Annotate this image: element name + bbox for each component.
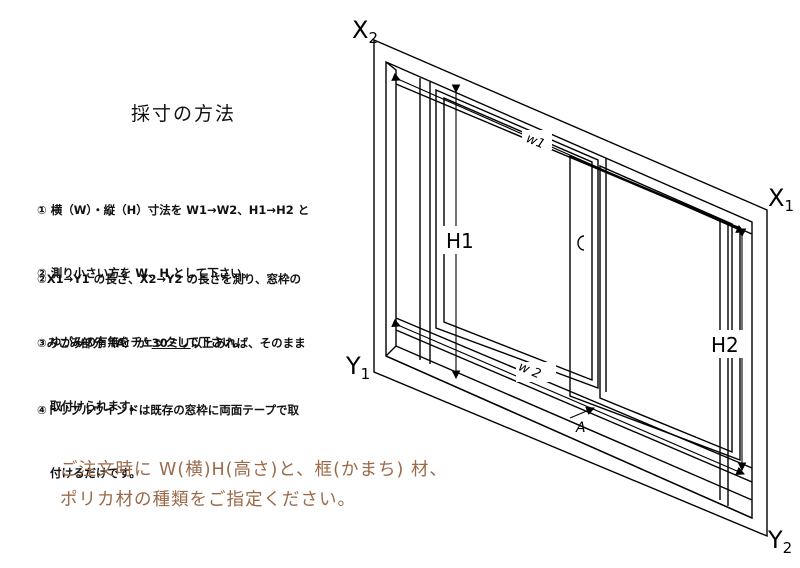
instruction-step-2: ②X1→Y1 の長さ、X2→Y2 の長さを測り、窓枠の ゆがみの有無をチェックし… <box>37 272 301 349</box>
instruction-step-4: ④トリプルウインドは既存の窓枠に両面テープで取 付けるだけです。 <box>37 403 300 480</box>
label-a: A <box>575 420 586 436</box>
frame-depth-left <box>385 61 397 357</box>
emphasis-30mm: 30ミリ <box>151 336 191 350</box>
page-title: 採寸の方法 <box>131 103 237 125</box>
a-arrow <box>569 406 596 419</box>
label-w1: w1 <box>524 131 547 152</box>
w2-arrow <box>391 318 746 475</box>
frame-inner <box>385 60 753 520</box>
sash-right <box>569 154 741 462</box>
w1-arrow <box>391 72 746 233</box>
label-y2: Y2 <box>767 526 792 557</box>
label-h1: H1 <box>446 229 474 253</box>
label-x2: X2 <box>352 16 378 47</box>
order-note-line-1: ご注文時に W(横)H(高さ)と、框(かまち) 材、 <box>60 460 448 480</box>
label-x1: X1 <box>768 184 794 215</box>
order-note-line-2: ポリカ材の種類をご指定ください。 <box>60 490 356 510</box>
instruction-step-3: ③みこみ部分（A）が 30ミリ以上あれば、そのまま 取付けられます。 <box>37 336 306 413</box>
label-y1: Y1 <box>345 352 370 383</box>
label-h2: H2 <box>711 333 739 357</box>
handle-icon <box>577 235 585 251</box>
instruction-step-1: ① 横（W）・縦（H）寸法を W1→W2、H1→H2 と ② 測り小さい方を W… <box>37 203 310 280</box>
